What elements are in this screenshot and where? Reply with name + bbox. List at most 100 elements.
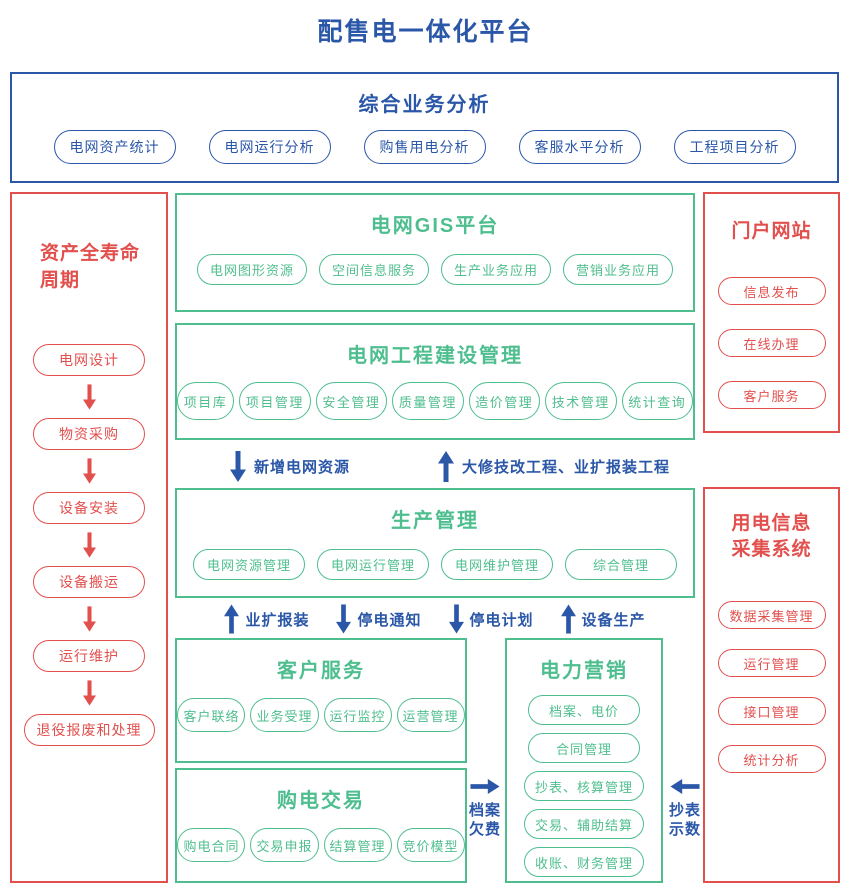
- flow-label: 停电计划: [469, 611, 534, 629]
- flow-label-line: 示数: [668, 821, 701, 838]
- diagram-node: 接口管理: [717, 697, 826, 725]
- diagram-node: 运行监控: [323, 698, 392, 732]
- construction-node-row: 项目库 项目管理 安全管理 质量管理 造价管理 技术管理 统计查询: [177, 382, 694, 420]
- collection-node-column: 数据采集管理 运行管理 接口管理 统计分析: [705, 601, 838, 773]
- diagram-node: 设备安装: [33, 492, 145, 524]
- construction-panel: 电网工程建设管理 项目库 项目管理 安全管理 质量管理 造价管理 技术管理 统计…: [175, 323, 695, 440]
- flow-label-line: 抄表: [668, 802, 701, 819]
- diagram-node: 统计查询: [621, 382, 694, 420]
- diagram-node: 购售用电分析: [363, 130, 486, 164]
- arrow-down-icon: [82, 680, 96, 706]
- lifecycle-title: 资产全寿命 周期: [40, 240, 166, 294]
- arrow-down-icon: [448, 604, 464, 634]
- diagram-node: 结算管理: [323, 828, 392, 862]
- diagram-node: 客户联络: [177, 698, 246, 732]
- diagram-node: 收账、财务管理: [523, 847, 644, 877]
- analysis-node-row: 电网资产统计 电网运行分析 购售用电分析 客服水平分析 工程项目分析: [12, 130, 837, 164]
- analysis-title: 综合业务分析: [358, 94, 491, 116]
- diagram-node: 客服水平分析: [518, 130, 641, 164]
- diagram-node: 运行维护: [33, 640, 145, 672]
- diagram-node: 空间信息服务: [318, 254, 429, 285]
- portal-panel: 门户网站 信息发布 在线办理 客户服务: [703, 192, 840, 433]
- production-node-row: 电网资源管理 电网运行管理 电网维护管理 综合管理: [177, 549, 693, 580]
- flow-label: 停电通知: [357, 611, 422, 629]
- flow-label: 新增电网资源: [254, 458, 351, 476]
- collection-title: 用电信息 采集系统: [705, 511, 838, 563]
- flow-group: 停电计划: [448, 604, 534, 634]
- arrow-left-icon: [670, 779, 700, 794]
- diagram-node: 电网资源管理: [193, 549, 305, 580]
- diagram-node: 项目管理: [239, 382, 311, 420]
- flow-label-line: 档案: [468, 802, 501, 819]
- diagram-node: 工程项目分析: [673, 130, 796, 164]
- marketing-title: 电力营销: [540, 660, 628, 682]
- lifecycle-title-line1: 资产全寿命: [40, 243, 141, 264]
- flow-construction-production: 新增电网资源 大修技改工程、业扩报装工程: [175, 446, 695, 486]
- lifecycle-flow: 电网设计 物资采购 设备安装 设备搬运 运行维护 退役报废和处理: [12, 344, 166, 746]
- flow-group: 设备生产: [560, 604, 646, 634]
- flow-archive-arrears: 档案 欠费: [464, 779, 506, 839]
- diagram-node: 电网资产统计: [53, 130, 176, 164]
- flow-group: 业扩报装: [224, 604, 309, 634]
- diagram-node: 退役报废和处理: [23, 714, 155, 746]
- production-title: 生产管理: [391, 510, 479, 532]
- flow-label: 档案 欠费: [464, 801, 506, 839]
- gis-title: 电网GIS平台: [370, 215, 500, 237]
- diagram-node: 合同管理: [528, 733, 640, 763]
- diagram-node: 质量管理: [392, 382, 464, 420]
- collection-title-line1: 用电信息: [731, 513, 812, 534]
- diagram-node: 抄表、核算管理: [523, 771, 644, 801]
- collection-panel: 用电信息 采集系统 数据采集管理 运行管理 接口管理 统计分析: [703, 487, 840, 883]
- arrow-down-icon: [82, 384, 96, 410]
- customer-service-panel: 客户服务 客户联络 业务受理 运行监控 运营管理: [175, 638, 467, 763]
- portal-title: 门户网站: [731, 221, 812, 242]
- customer-service-title: 客户服务: [277, 660, 365, 682]
- diagram-node: 电网设计: [33, 344, 145, 376]
- diagram-node: 电网图形资源: [196, 254, 307, 285]
- diagram-node: 技术管理: [545, 382, 617, 420]
- customer-node-row: 客户联络 业务受理 运行监控 运营管理: [177, 698, 465, 732]
- flow-production-lower: 业扩报装 停电通知 停电计划 设备生产: [175, 601, 695, 637]
- diagram-node: 电网运行分析: [208, 130, 331, 164]
- flow-label: 业扩报装: [245, 611, 310, 629]
- diagram-node: 运行管理: [717, 649, 826, 677]
- page-title: 配售电一体化平台: [317, 18, 534, 46]
- flow-label: 设备生产: [581, 611, 646, 629]
- diagram-node: 业务受理: [250, 698, 319, 732]
- arrow-up-icon: [224, 604, 240, 634]
- diagram-node: 在线办理: [717, 329, 826, 357]
- portal-node-column: 信息发布 在线办理 客户服务: [705, 277, 838, 409]
- diagram-node: 物资采购: [33, 418, 145, 450]
- lifecycle-title-line2: 周期: [40, 270, 81, 291]
- marketing-node-column: 档案、电价 合同管理 抄表、核算管理 交易、辅助结算 收账、财务管理: [507, 695, 661, 877]
- arrow-down-icon: [82, 606, 96, 632]
- diagram-node: 设备搬运: [33, 566, 145, 598]
- diagram-node: 营销业务应用: [563, 254, 674, 285]
- arrow-down-icon: [82, 532, 96, 558]
- flow-group: 停电通知: [336, 604, 421, 634]
- arrow-down-icon: [230, 450, 246, 482]
- arrow-down-icon: [82, 458, 96, 484]
- diagram-node: 电网运行管理: [317, 549, 429, 580]
- diagram-node: 信息发布: [717, 277, 826, 305]
- production-panel: 生产管理 电网资源管理 电网运行管理 电网维护管理 综合管理: [175, 488, 695, 598]
- diagram-node: 运营管理: [396, 698, 465, 732]
- collection-title-line2: 采集系统: [731, 539, 812, 560]
- flow-group: 大修技改工程、业扩报装工程: [438, 450, 670, 482]
- diagram-node: 购电合同: [177, 828, 246, 862]
- diagram-node: 数据采集管理: [717, 601, 826, 629]
- diagram-node: 统计分析: [717, 745, 826, 773]
- diagram-node: 客户服务: [717, 381, 826, 409]
- marketing-panel: 电力营销 档案、电价 合同管理 抄表、核算管理 交易、辅助结算 收账、财务管理: [505, 638, 663, 883]
- gis-node-row: 电网图形资源 空间信息服务 生产业务应用 营销业务应用: [177, 254, 693, 285]
- diagram-node: 竞价模型: [396, 828, 465, 862]
- diagram-node: 项目库: [177, 382, 235, 420]
- arrow-right-icon: [470, 779, 500, 794]
- diagram-node: 电网维护管理: [441, 549, 553, 580]
- arrow-up-icon: [438, 450, 455, 482]
- trade-panel: 购电交易 购电合同 交易申报 结算管理 竞价模型: [175, 768, 467, 883]
- diagram-node: 综合管理: [565, 549, 677, 580]
- arrow-down-icon: [336, 604, 352, 634]
- diagram-node: 安全管理: [315, 382, 388, 420]
